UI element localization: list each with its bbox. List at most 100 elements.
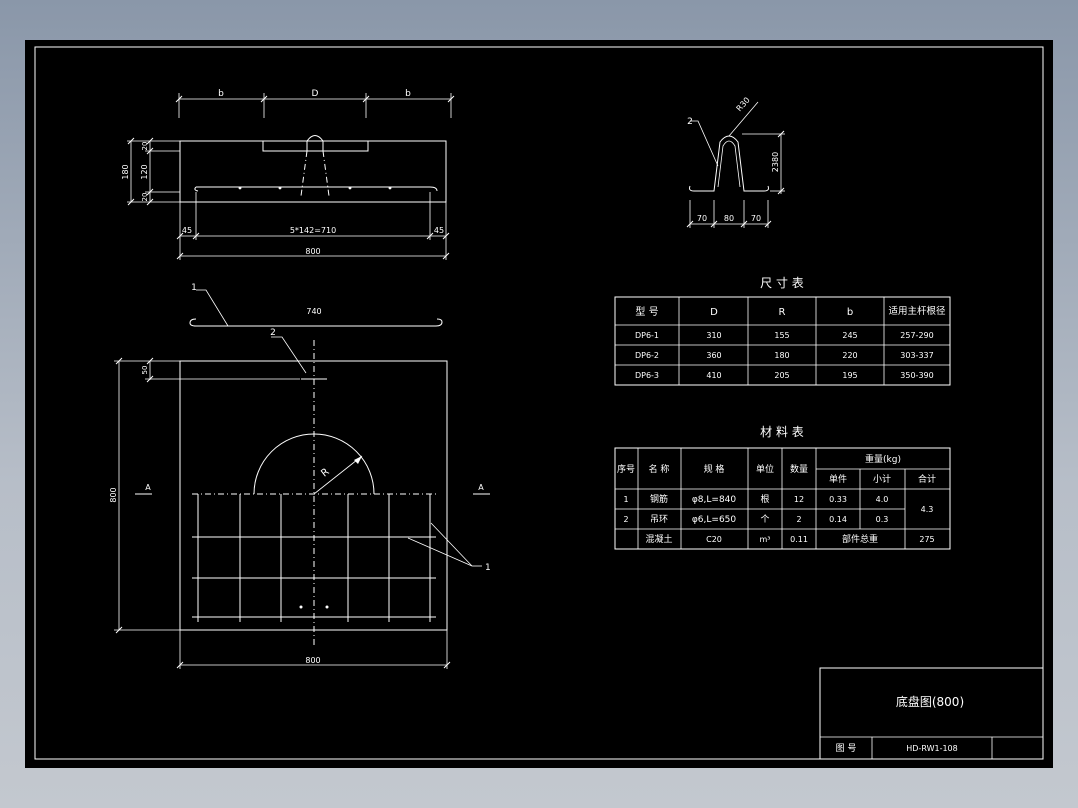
mat-cell: 2 <box>623 515 628 524</box>
dim-50: 50 <box>141 366 149 375</box>
lifting-ring-detail: 2 R30 2380 70 80 70 <box>686 95 785 228</box>
size-cell: 410 <box>706 371 721 380</box>
mat-total-weight: 275 <box>919 535 934 544</box>
section-a-left: A <box>145 483 151 492</box>
rebar-dot <box>278 186 282 190</box>
mat-cell: φ8,L=840 <box>692 495 737 505</box>
drawing-paper <box>25 40 1053 768</box>
tick <box>426 232 434 240</box>
mat-concrete-qty: 0.11 <box>790 535 808 544</box>
tick <box>740 220 748 228</box>
dim-180: 180 <box>121 164 130 179</box>
ring-dot <box>325 605 329 609</box>
size-cell: DP6-1 <box>635 331 659 340</box>
leader-2-detail <box>690 120 719 167</box>
size-cell: 245 <box>842 331 857 340</box>
size-th-diameter-box: 适用主杆根径 <box>888 305 946 317</box>
title-block-frame <box>819 667 1044 760</box>
mat-cell: 钢筋 <box>650 493 668 505</box>
dim-45-left: 45 <box>182 226 192 235</box>
mat-th-no: 序号 <box>617 463 635 475</box>
tick <box>175 95 183 103</box>
mat-cell: 1 <box>623 495 628 504</box>
size-cell: DP6-2 <box>635 351 659 360</box>
dim-800-bottom: 800 <box>305 656 320 665</box>
tick <box>260 95 268 103</box>
pole-hole-arc <box>253 433 375 495</box>
rebar-dot <box>348 186 352 190</box>
size-cell: 180 <box>774 351 789 360</box>
leader-1-plan-b <box>407 537 473 567</box>
rebar-740-callout: 1 740 <box>189 283 443 327</box>
tick <box>447 95 455 103</box>
tick <box>442 232 450 240</box>
tick <box>192 232 200 240</box>
tick <box>777 130 785 138</box>
size-cell: 205 <box>774 371 789 380</box>
mat-th-name: 名 称 <box>649 463 670 475</box>
dim-80: 80 <box>724 214 734 223</box>
dim-20-top: 20 <box>141 142 149 151</box>
label-2-plan: 2 <box>270 328 276 338</box>
material-table-frame <box>614 447 951 550</box>
top-recess <box>262 141 369 152</box>
mat-steel-total: 4.3 <box>921 505 934 514</box>
dim-800-side: 800 <box>109 487 118 502</box>
mat-th-total: 合计 <box>918 473 936 485</box>
ring-leg-left <box>300 150 308 197</box>
mat-cell: 0.33 <box>829 495 847 504</box>
dim-20-bottom: 20 <box>141 193 149 202</box>
mat-cell: 吊环 <box>650 514 668 525</box>
label-1-top: 1 <box>191 283 197 293</box>
mat-concrete-name: 混凝土 <box>645 533 672 545</box>
tick <box>146 375 154 383</box>
dim-740: 740 <box>306 307 321 316</box>
tick <box>146 357 154 365</box>
detail-label-2: 2 <box>687 117 693 127</box>
dim-70-right: 70 <box>751 214 761 223</box>
tick <box>442 252 450 260</box>
dim-2380: 2380 <box>771 152 780 172</box>
leader-1 <box>196 289 229 327</box>
size-cell: 303-337 <box>900 351 933 360</box>
material-table: 材 料 表 序号 名 称 规 格 单位 数量 重量(kg) 单件 小计 合计 1… <box>614 425 951 550</box>
size-th-r: R <box>779 307 786 318</box>
dim-spacing: 5*142=710 <box>290 226 336 235</box>
size-cell: 350-390 <box>900 371 933 380</box>
leader-r30 <box>728 101 759 137</box>
leader-2 <box>271 336 307 374</box>
tick <box>777 187 785 195</box>
label-1-plan: 1 <box>485 563 491 573</box>
tick <box>176 661 184 669</box>
ring-top <box>306 135 324 151</box>
rebar-line <box>196 186 438 192</box>
drawing-no: HD-RW1-108 <box>906 744 957 753</box>
dim-45-right: 45 <box>434 226 444 235</box>
mat-cell: 根 <box>760 493 769 505</box>
title-block: 底盘图(800) 图 号 HD-RW1-108 <box>819 667 1044 760</box>
dim-b-left: b <box>218 89 224 99</box>
drawing-no-label: 图 号 <box>836 743 857 754</box>
size-cell: 195 <box>842 371 857 380</box>
rebar-hook <box>194 186 199 192</box>
dim-b-right: b <box>405 89 411 99</box>
tick <box>710 220 718 228</box>
mat-th-weight: 重量(kg) <box>865 453 901 465</box>
tick <box>176 232 184 240</box>
dim-800-front: 800 <box>305 247 320 256</box>
radius-line <box>313 455 363 495</box>
rebar-dot <box>388 186 392 190</box>
tick <box>146 188 154 196</box>
size-cell: 220 <box>842 351 857 360</box>
size-th-b: b <box>847 307 853 318</box>
ring-leg-right <box>322 150 330 197</box>
ring-shape-inner <box>717 140 741 188</box>
size-cell: 155 <box>774 331 789 340</box>
dim-70-left: 70 <box>697 214 707 223</box>
tick <box>764 220 772 228</box>
size-th-diameter: 适用主杆根径 <box>888 305 946 317</box>
material-table-title: 材 料 表 <box>760 425 804 439</box>
mat-cell: 个 <box>760 514 769 525</box>
plan-view: 2 R 1 A A 800 <box>109 328 491 669</box>
